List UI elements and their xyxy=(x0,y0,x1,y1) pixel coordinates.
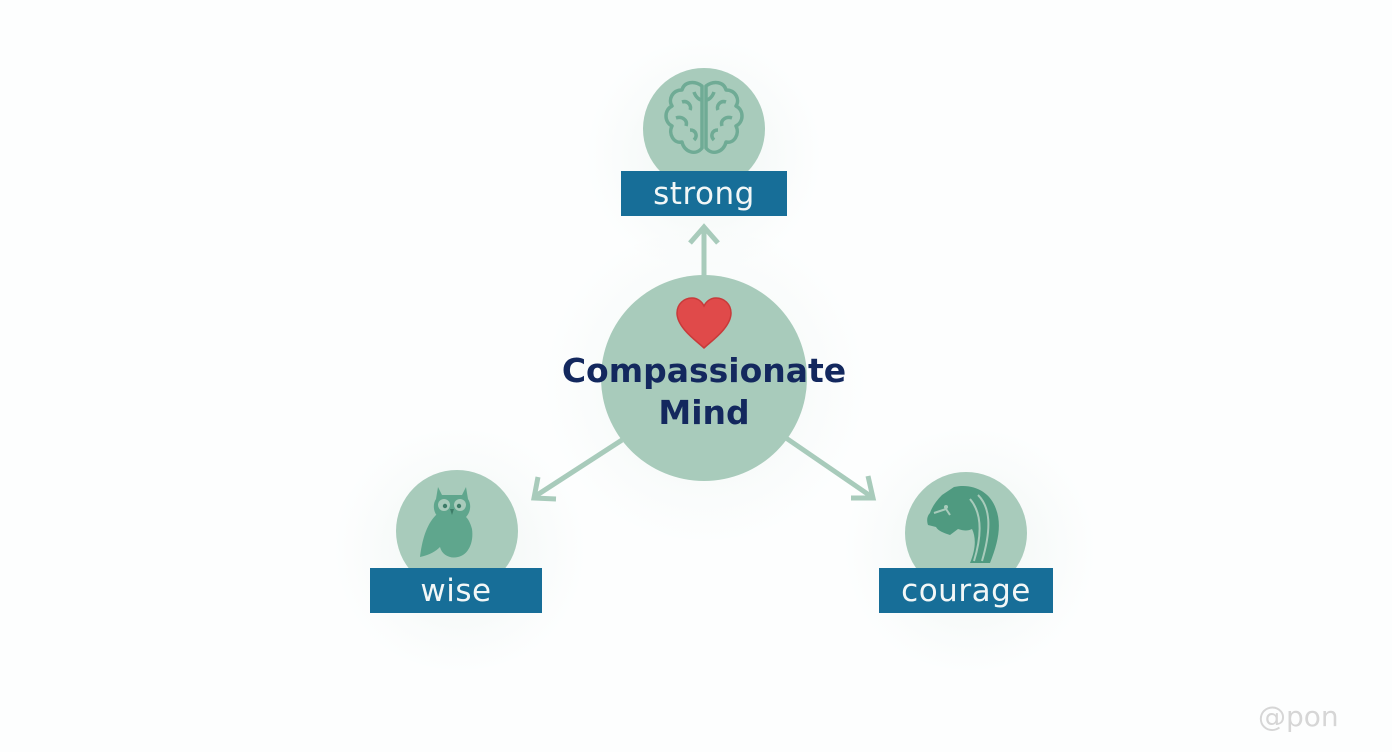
arrow-head-wise xyxy=(531,476,557,502)
heart-icon xyxy=(676,297,732,350)
watermark: @pon xyxy=(1258,700,1339,733)
strong-label: strong xyxy=(621,171,787,216)
center-title-line1: Compassionate xyxy=(561,351,847,390)
wise-label: wise xyxy=(370,568,542,613)
lion-icon xyxy=(927,485,999,563)
arrow-to-courage xyxy=(784,435,874,500)
courage-label: courage xyxy=(879,568,1053,613)
brain-icon xyxy=(664,80,744,154)
center-title-line2: Mind xyxy=(658,393,750,432)
strong-node-circle xyxy=(643,68,765,190)
arrow-to-wise xyxy=(532,437,624,500)
arrow-head-courage xyxy=(851,475,877,501)
arrow-head-strong xyxy=(688,223,720,245)
owl-icon xyxy=(420,487,473,558)
center-title: Compassionate Mind xyxy=(540,350,868,434)
